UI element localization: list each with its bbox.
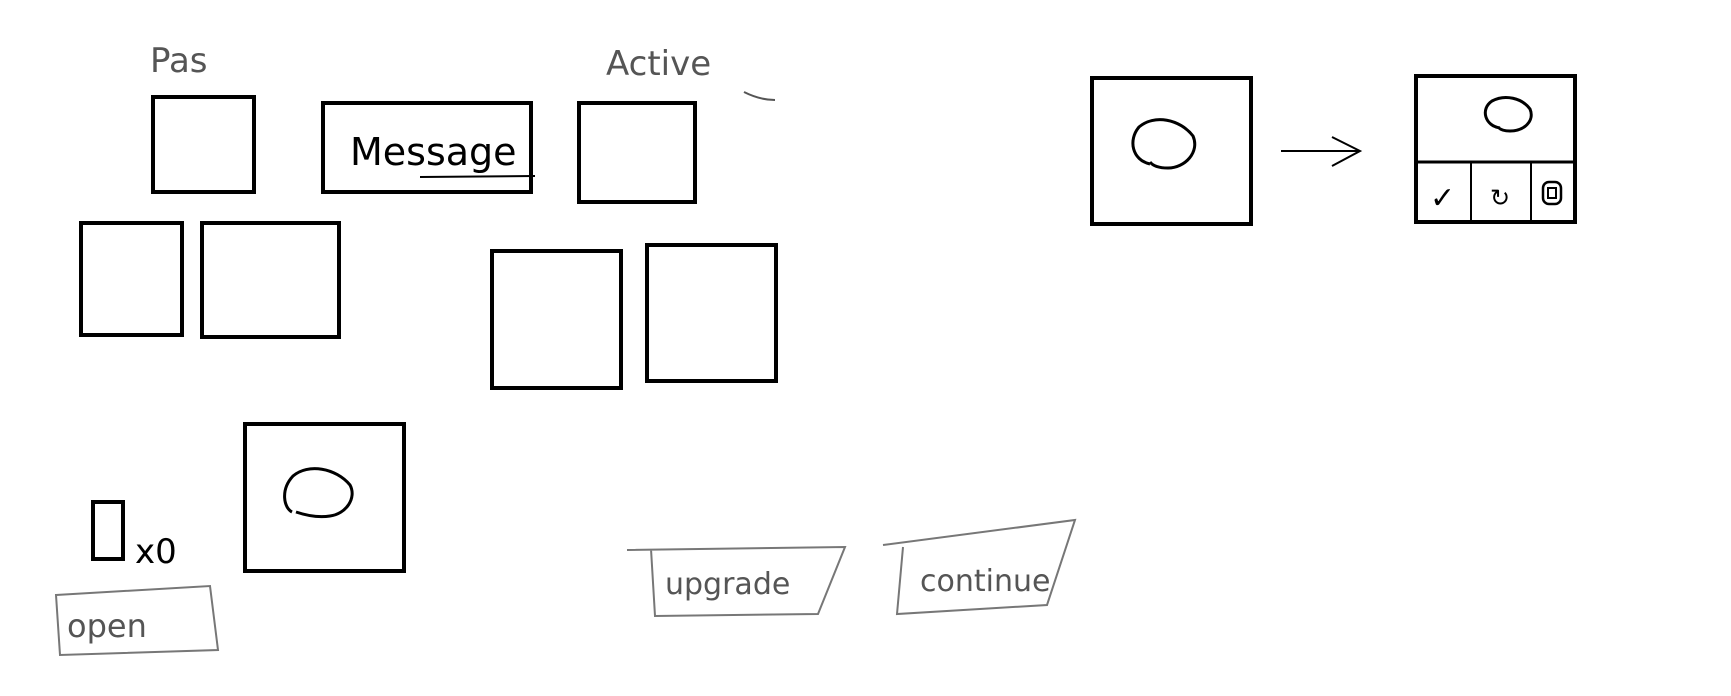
- message-box[interactable]: [321, 101, 533, 194]
- blob-icon: [1131, 118, 1197, 170]
- open-button-frame: [54, 584, 220, 657]
- active-label-tail: [743, 91, 776, 101]
- passive-label: Pas: [150, 41, 208, 81]
- active-card-2[interactable]: [645, 243, 778, 383]
- card-before[interactable]: [1090, 76, 1253, 226]
- continue-button-frame: [882, 518, 1077, 616]
- counter-icon: [91, 500, 125, 561]
- blob-icon: [1483, 96, 1533, 133]
- check-icon[interactable]: ✓: [1430, 181, 1455, 216]
- upgrade-button[interactable]: upgrade: [665, 567, 790, 602]
- trash-icon[interactable]: [1541, 180, 1563, 206]
- passive-card-1[interactable]: [79, 221, 184, 337]
- message-text: Message: [350, 130, 517, 174]
- arrow-right-icon: [1281, 136, 1363, 167]
- passive-card-2[interactable]: [200, 221, 341, 339]
- message-underline: [419, 175, 536, 178]
- rotate-icon[interactable]: ↻: [1490, 184, 1510, 212]
- active-card-1[interactable]: [490, 249, 623, 390]
- active-label: Active: [606, 44, 711, 84]
- upgrade-button-frame: [626, 545, 847, 618]
- continue-button[interactable]: continue: [920, 564, 1050, 599]
- blob-icon: [283, 467, 354, 519]
- card-expanded[interactable]: [1414, 74, 1577, 224]
- open-button[interactable]: open: [67, 607, 147, 645]
- counter-text: x0: [135, 532, 177, 572]
- collapsed-card[interactable]: [243, 422, 406, 573]
- active-slot[interactable]: [577, 101, 697, 204]
- passive-slot[interactable]: [151, 95, 256, 194]
